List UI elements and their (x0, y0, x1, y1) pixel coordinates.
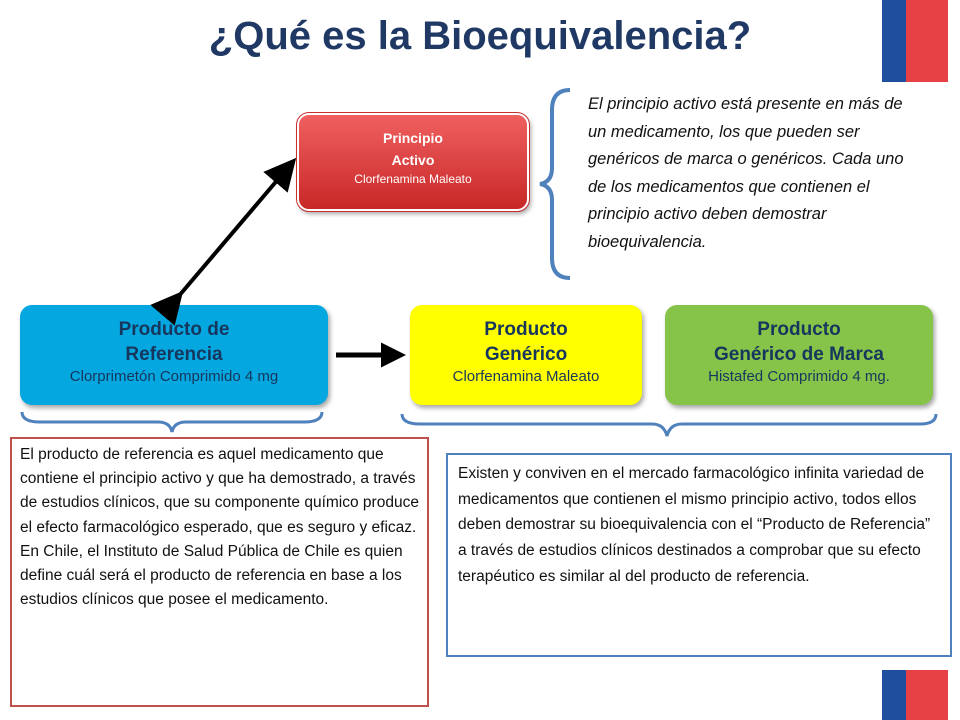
producto-generico-box: Producto Genérico Clorfenamina Maleato (410, 305, 642, 405)
double-arrow (150, 157, 297, 326)
description-brace (539, 88, 571, 280)
referencia-explanation: El producto de referencia es aquel medic… (10, 437, 429, 707)
marca-line2: Genérico de Marca (713, 344, 885, 365)
principio-line2: Activo (391, 152, 435, 168)
principio-activo-box: Principio Activo Clorfenamina Maleato (296, 112, 530, 212)
principio-description: El principio activo está presente en más… (588, 95, 904, 251)
mercado-explanation-text: Existen y conviven en el mercado farmaco… (458, 465, 931, 585)
referencia-line2: Referencia (125, 344, 223, 365)
generico-marca-brace (400, 413, 938, 437)
principio-sub: Clorfenamina Maleato (354, 172, 472, 186)
mercado-explanation: Existen y conviven en el mercado farmaco… (446, 453, 952, 657)
generico-line2: Genérico (484, 344, 568, 365)
generico-line1: Producto (484, 319, 568, 340)
chile-flag-top (882, 0, 948, 82)
referencia-brace (20, 411, 324, 433)
principio-line1: Principio (383, 130, 443, 146)
referencia-sub: Clorprimetón Comprimido 4 mg (69, 368, 279, 385)
referencia-explanation-p1: El producto de referencia es aquel medic… (20, 446, 419, 536)
generico-sub: Clorfenamina Maleato (452, 368, 600, 385)
chile-flag-bottom (882, 670, 948, 720)
page-title: ¿Qué es la Bioequivalencia? (208, 14, 752, 58)
producto-marca-box: Producto Genérico de Marca Histafed Comp… (665, 305, 933, 405)
marca-sub: Histafed Comprimido 4 mg. (708, 368, 890, 385)
marca-line1: Producto (757, 319, 841, 340)
referencia-explanation-p2: En Chile, el Instituto de Salud Pública … (20, 542, 403, 609)
